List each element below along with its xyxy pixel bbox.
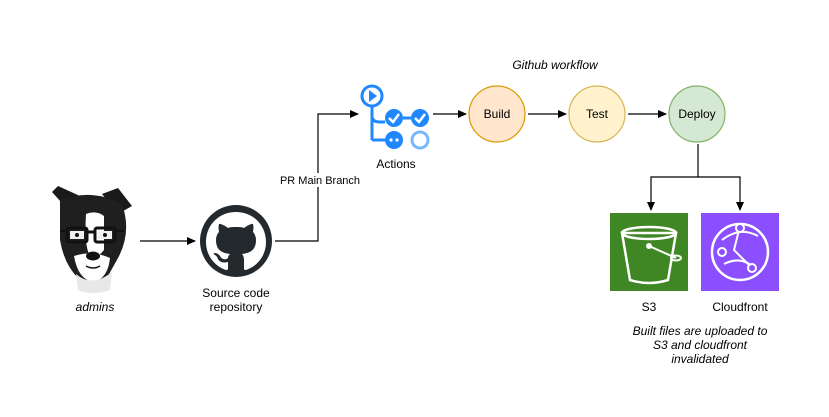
edge-deploy-to-cloudfront — [698, 176, 744, 211]
pr-edge-label: PR Main Branch — [279, 175, 361, 187]
github-actions-icon — [360, 84, 430, 150]
deploy-label: Deploy — [678, 107, 715, 121]
admins-label: admins — [75, 300, 115, 314]
repo-label-line1: Source code — [202, 286, 270, 300]
dog-with-glasses-icon — [52, 186, 132, 293]
github-icon — [200, 205, 272, 277]
edge-deploy-to-s3 — [647, 144, 699, 211]
actions-label: Actions — [376, 157, 416, 171]
s3-label: S3 — [641, 300, 657, 314]
note-line1: Built files are uploaded to — [632, 324, 768, 338]
cloudfront-label: Cloudfront — [712, 300, 768, 314]
deploy-node: Deploy — [668, 85, 726, 143]
build-node: Build — [468, 85, 526, 143]
edges — [140, 110, 744, 245]
deploy-note: Built files are uploaded to S3 and cloud… — [610, 324, 790, 366]
cloudfront-icon — [701, 213, 779, 291]
note-line2: S3 and cloudfront — [652, 338, 748, 352]
repo-label-line2: repository — [209, 300, 263, 314]
note-line3: invalidated — [671, 352, 729, 366]
test-node: Test — [568, 85, 626, 143]
build-label: Build — [484, 107, 511, 121]
repo-label: Source code repository — [186, 286, 286, 314]
s3-bucket-icon — [610, 213, 688, 291]
test-label: Test — [586, 107, 609, 121]
diagram-title: Github workflow — [512, 58, 598, 72]
